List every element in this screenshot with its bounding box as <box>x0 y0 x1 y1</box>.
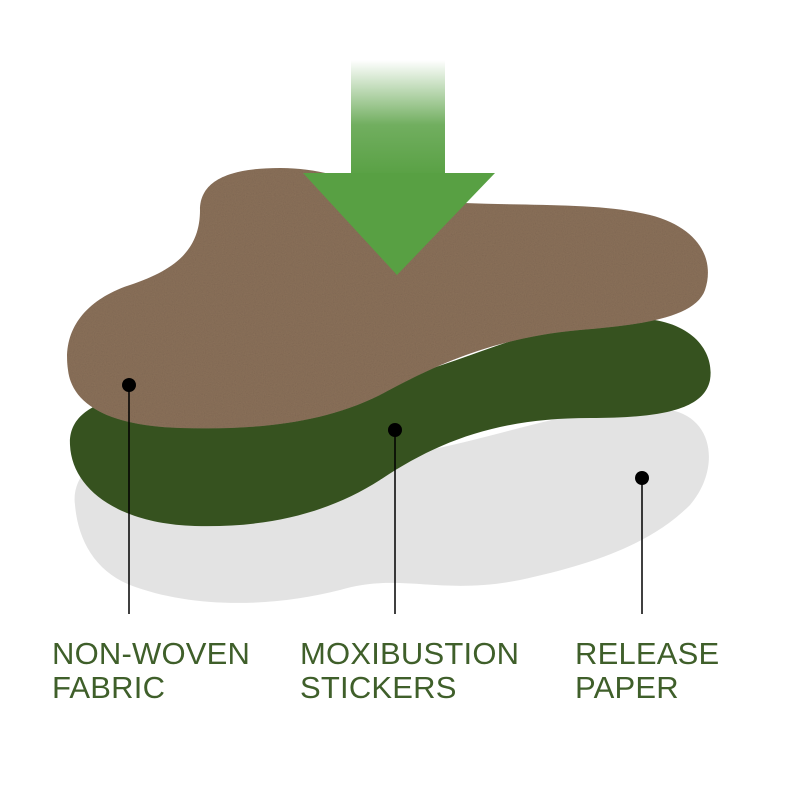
fabric-layer <box>67 168 708 429</box>
down-arrow-icon <box>303 60 495 275</box>
label-moxibustion-stickers: MOXIBUSTION STICKERS <box>300 637 519 705</box>
label-stickers-line1: MOXIBUSTION <box>300 636 520 671</box>
label-stickers-line2: STICKERS <box>300 670 457 705</box>
label-fabric-line1: NON-WOVEN <box>52 636 251 671</box>
leader-stickers <box>388 423 402 614</box>
sticker-layer <box>69 317 711 527</box>
label-paper-line1: RELEASE <box>575 636 720 671</box>
leader-fabric <box>122 378 136 614</box>
leader-paper <box>635 471 649 614</box>
label-paper-line2: PAPER <box>575 670 679 705</box>
leader-dot-paper <box>635 471 649 485</box>
label-fabric-line2: FABRIC <box>52 670 166 705</box>
leader-dot-fabric <box>122 378 136 392</box>
label-non-woven-fabric: NON-WOVEN FABRIC <box>52 637 250 705</box>
label-release-paper: RELEASE PAPER <box>575 637 719 705</box>
arrow-head <box>303 173 495 275</box>
arrow-shaft <box>351 60 445 178</box>
leader-dot-stickers <box>388 423 402 437</box>
